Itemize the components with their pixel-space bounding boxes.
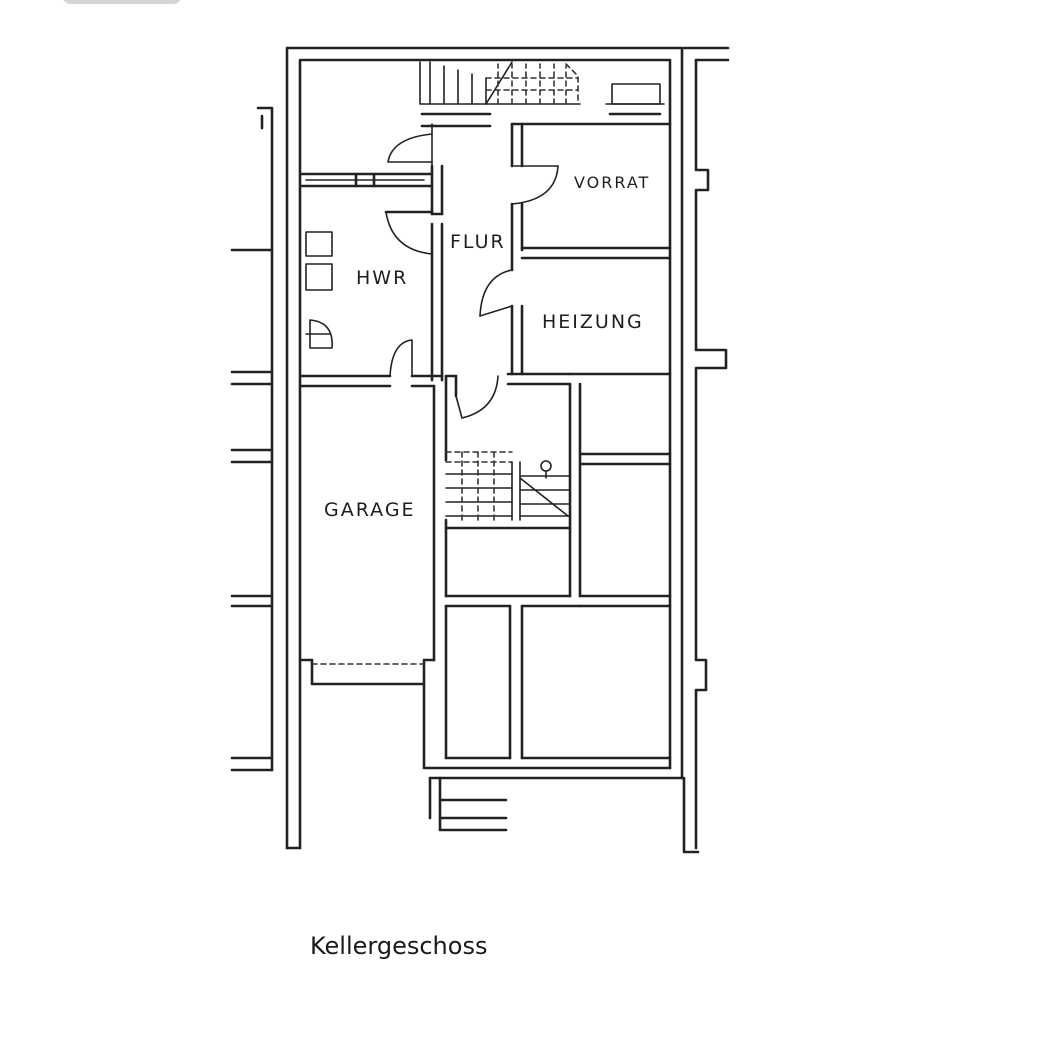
outer-walls [285,46,730,854]
washer-icon [305,231,333,257]
plan-caption: Kellergeschoss [310,932,488,960]
top-window [605,83,665,105]
room-label-hwr: HWR [356,267,408,289]
hwr-fixtures [305,231,333,349]
dryer-icon [305,263,333,291]
sink-icon [305,319,333,349]
room-label-heizung: HEIZUNG [542,311,644,333]
interior-walls [298,112,672,770]
middle-stair [445,451,571,521]
top-tab [62,0,182,4]
top-stair [419,61,581,105]
doors [385,123,559,419]
room-label-flur: FLUR [450,231,506,253]
room-label-vorrat: VORRAT [574,173,650,192]
room-label-garage: GARAGE [324,499,416,521]
left-neighbour-walls [230,106,274,772]
